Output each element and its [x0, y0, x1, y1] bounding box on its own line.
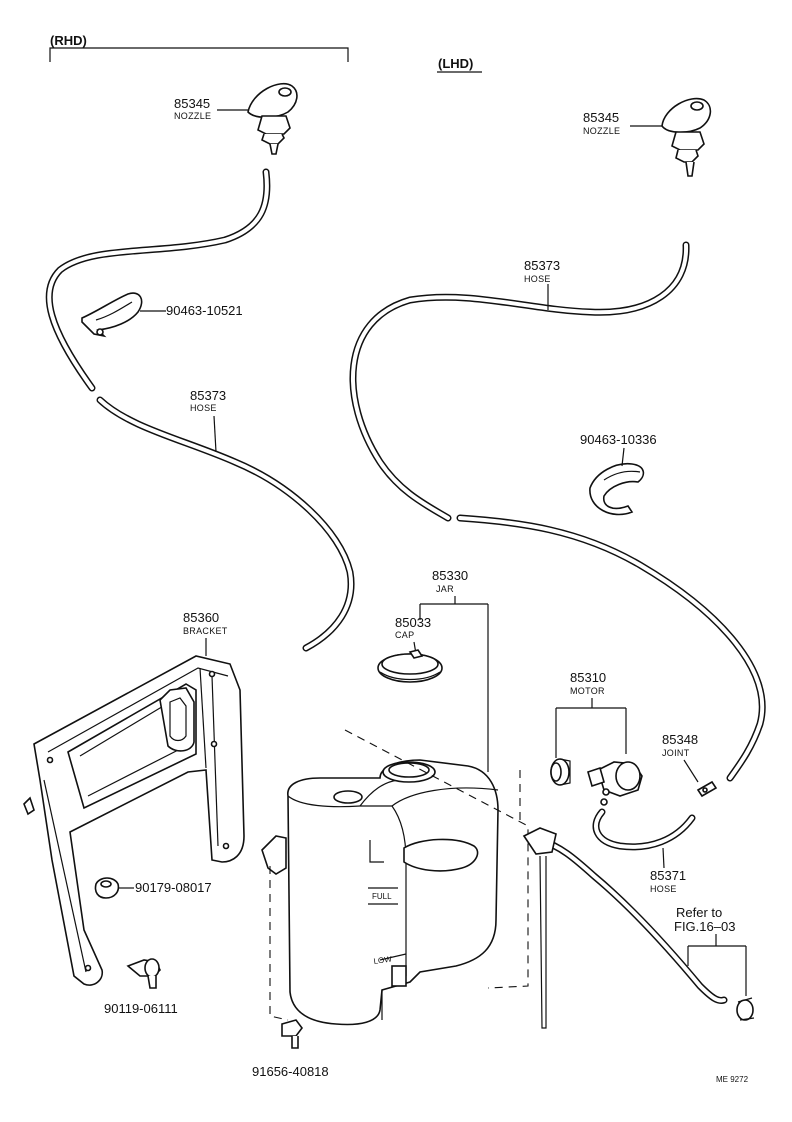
clip-rhd-icon	[81, 292, 143, 338]
bolt-jar-number: 91656-40818	[252, 1064, 329, 1079]
jar-number: 85330	[432, 568, 468, 583]
clip-rhd-number: 90463-10521	[166, 303, 243, 318]
bracket-name: BRACKET	[183, 626, 228, 636]
hose-rhd-number: 85373	[190, 388, 226, 403]
hose-motor-number: 85371	[650, 868, 686, 883]
joint-number: 85348	[662, 732, 698, 747]
nozzle-lhd-number: 85345	[583, 110, 619, 125]
jar-low-mark: LOW	[373, 954, 393, 966]
joint-name: JOINT	[662, 748, 690, 758]
rhd-header: (RHD)	[49, 33, 349, 62]
bolt-jar-icon	[281, 1019, 303, 1049]
nozzle-rhd-icon	[247, 82, 298, 155]
joint-icon	[696, 780, 718, 798]
motor-icon	[587, 761, 643, 806]
motor-name: MOTOR	[570, 686, 605, 696]
jar-full-mark: FULL	[372, 892, 392, 901]
reference-line2: FIG.16–03	[674, 919, 735, 934]
hose-clamp-icon	[736, 997, 755, 1021]
nozzle-rhd-name: NOZZLE	[174, 111, 211, 121]
clip-lhd-icon	[589, 463, 645, 516]
hose-lhd-number: 85373	[524, 258, 560, 273]
cap-name: CAP	[395, 630, 414, 640]
lhd-header: (LHD)	[437, 56, 482, 73]
grommet-number: 90179-08017	[135, 880, 212, 895]
hose-lhd-name: HOSE	[524, 274, 551, 284]
hose-rhd-name: HOSE	[190, 403, 217, 413]
grommet-motor-icon	[550, 758, 571, 786]
nozzle-lhd-icon	[661, 97, 712, 177]
cap-icon	[377, 649, 443, 683]
hose-lhd	[349, 241, 766, 782]
hose-motor	[592, 808, 696, 851]
bolt-bracket-number: 90119-06111	[104, 1001, 178, 1016]
reference-line1: Refer to	[676, 905, 722, 920]
bolt-bracket-icon	[126, 958, 161, 989]
hose-motor-name: HOSE	[650, 884, 677, 894]
nozzle-lhd-name: NOZZLE	[583, 126, 620, 136]
diagram-code: ME 9272	[716, 1075, 749, 1084]
hose-filler	[522, 827, 728, 1029]
motor-number: 85310	[570, 670, 606, 685]
rhd-header-text: (RHD)	[50, 33, 87, 48]
clip-lhd-number: 90463-10336	[580, 432, 657, 447]
washer-jar-icon: FULL LOW	[261, 759, 499, 1026]
bracket-number: 85360	[183, 610, 219, 625]
nozzle-rhd-number: 85345	[174, 96, 210, 111]
lhd-header-text: (LHD)	[438, 56, 473, 71]
cap-number: 85033	[395, 615, 431, 630]
jar-name: JAR	[436, 584, 454, 594]
bracket-icon	[23, 655, 245, 986]
grommet-icon	[94, 877, 120, 899]
hose-rhd	[45, 168, 355, 652]
